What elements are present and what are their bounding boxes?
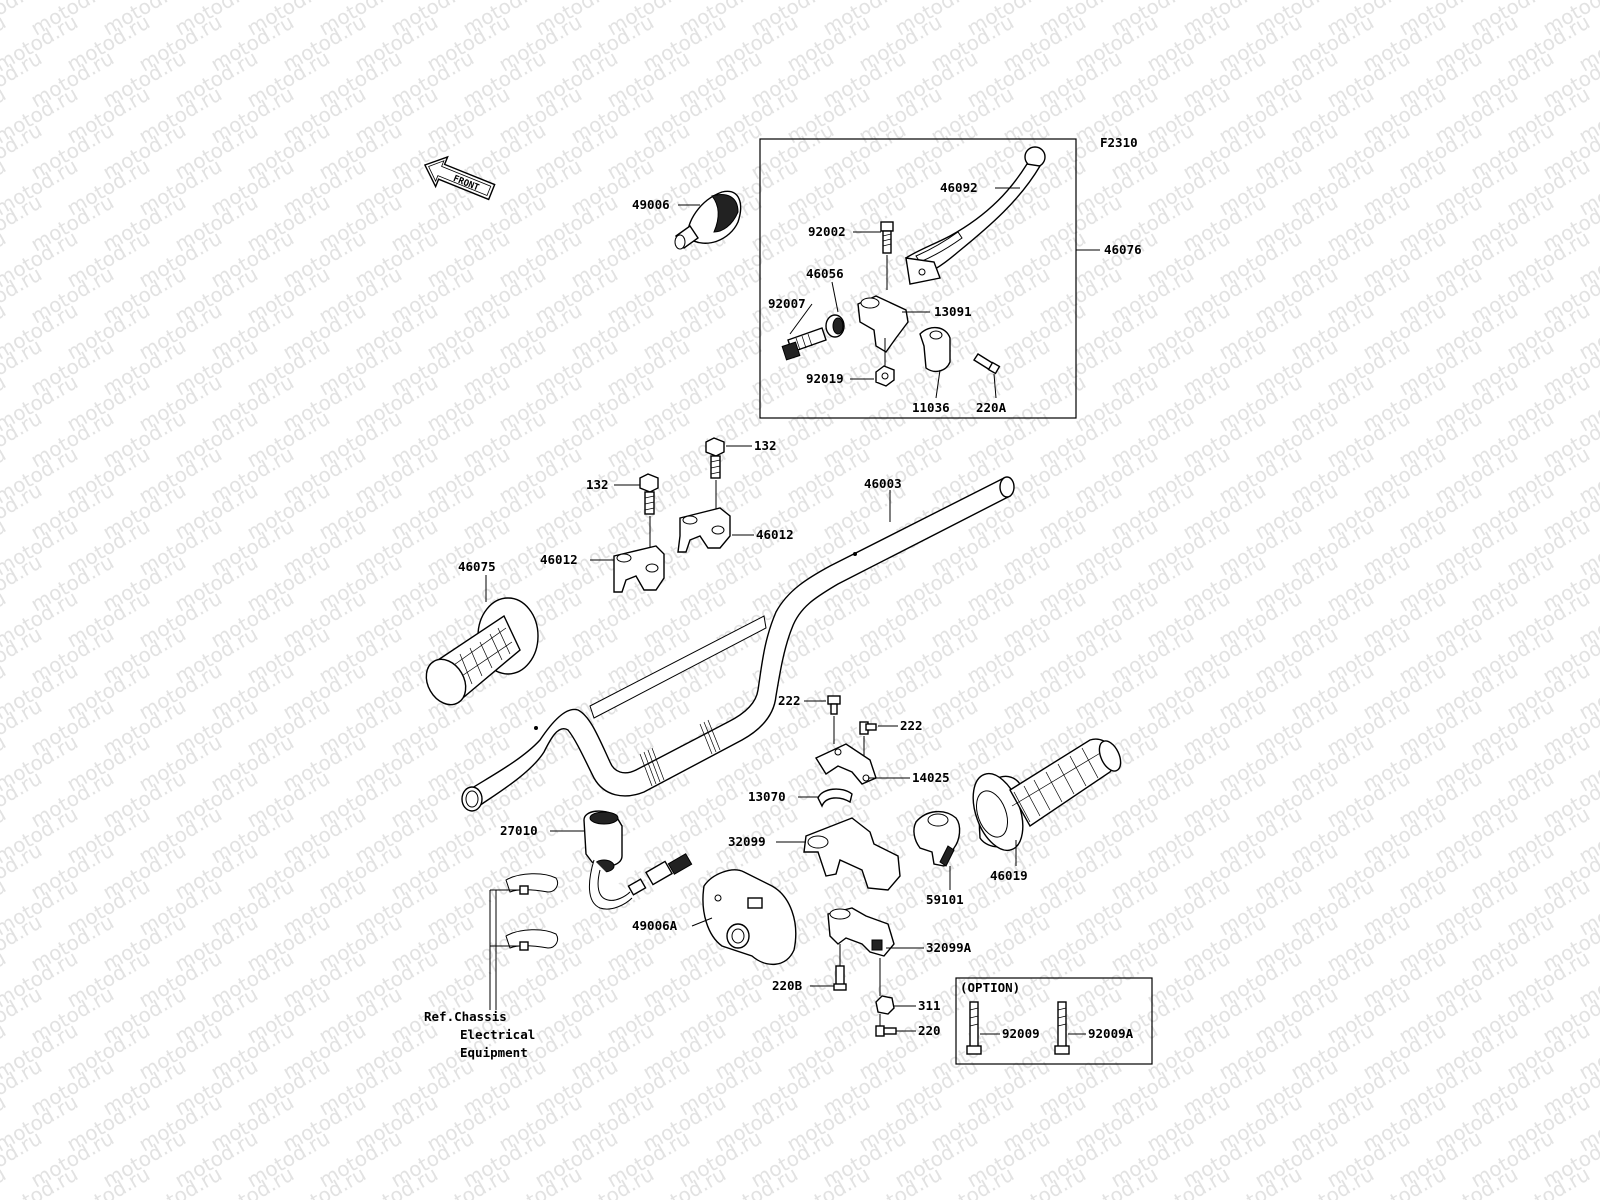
part-59101-collar [913, 811, 961, 867]
figure-code: F2310 [1100, 135, 1138, 150]
label-92009A: 92009A [1088, 1026, 1134, 1041]
label-27010: 27010 [500, 823, 538, 838]
ref-note-line2: Electrical [460, 1027, 535, 1042]
label-311: 311 [918, 998, 941, 1013]
part-222-screw-a [827, 695, 841, 715]
label-49006A: 49006A [632, 918, 678, 933]
part-27010-switch [583, 810, 693, 910]
part-222-screw-b [859, 721, 877, 735]
label-13070: 13070 [748, 789, 786, 804]
label-92002: 92002 [808, 224, 846, 239]
ref-note-line3: Equipment [460, 1045, 528, 1060]
front-arrow-icon: FRONT [423, 155, 496, 201]
part-14025-plate [814, 743, 877, 785]
label-32099A: 32099A [926, 940, 972, 955]
part-92009a-bolt [1054, 1001, 1070, 1055]
part-46092-lever [905, 146, 1046, 285]
label-13091: 13091 [934, 304, 972, 319]
label-46003: 46003 [864, 476, 902, 491]
part-220-screw [875, 1025, 897, 1037]
part-46056-adjuster [825, 314, 845, 338]
part-46012-clamp-lower [613, 545, 665, 593]
part-46075-left-grip [425, 597, 539, 706]
part-46012-clamp-upper [677, 507, 731, 553]
label-11036: 11036 [912, 400, 950, 415]
label-46012-lower: 46012 [540, 552, 578, 567]
label-32099: 32099 [728, 834, 766, 849]
part-220b-screw [833, 965, 847, 991]
label-49006: 49006 [632, 197, 670, 212]
part-92007-screw [781, 327, 827, 361]
part-13091-holder [857, 295, 909, 353]
wire-band-upper [505, 873, 559, 895]
part-220a-screw [973, 353, 1001, 375]
label-14025: 14025 [912, 770, 950, 785]
label-92019: 92019 [806, 371, 844, 386]
label-46075: 46075 [458, 559, 496, 574]
label-46076: 46076 [1104, 242, 1142, 257]
label-46019: 46019 [990, 868, 1028, 883]
option-box-title: (OPTION) [960, 980, 1020, 995]
part-11036-clamp [919, 327, 951, 373]
label-46056: 46056 [806, 266, 844, 281]
watermark-text: motod.ru [0, 1162, 10, 1200]
label-220: 220 [918, 1023, 941, 1038]
part-311-nut [875, 995, 895, 1015]
part-32099a-housing [827, 907, 895, 957]
label-92007: 92007 [768, 296, 806, 311]
option-box [955, 977, 1153, 1065]
lever-assembly-box [759, 138, 1077, 419]
label-46012-upper: 46012 [756, 527, 794, 542]
part-46003-handlebar [461, 476, 1015, 812]
label-222-b: 222 [900, 718, 923, 733]
label-132-lower: 132 [586, 477, 609, 492]
label-46092: 46092 [940, 180, 978, 195]
label-92009: 92009 [1002, 1026, 1040, 1041]
part-92009-bolt [966, 1001, 982, 1055]
label-132-upper: 132 [754, 438, 777, 453]
label-59101: 59101 [926, 892, 964, 907]
label-220B: 220B [772, 978, 803, 993]
part-49006-cover [674, 190, 742, 250]
label-222-a: 222 [778, 693, 801, 708]
part-132-bolt-upper [705, 437, 725, 479]
part-92002-bolt [880, 221, 894, 254]
part-132-bolt-lower [639, 473, 659, 515]
watermark-text: motod.ru [1575, 0, 1600, 4]
part-92019-nut [875, 365, 895, 387]
wire-band-lower [505, 929, 559, 951]
part-46019-right-grip [972, 738, 1122, 852]
label-220A: 220A [976, 400, 1007, 415]
part-32099-housing [803, 817, 901, 891]
part-49006a-cover [702, 869, 797, 965]
ref-note-line1: Ref.Chassis [424, 1009, 507, 1024]
part-13070-ring [817, 788, 853, 808]
